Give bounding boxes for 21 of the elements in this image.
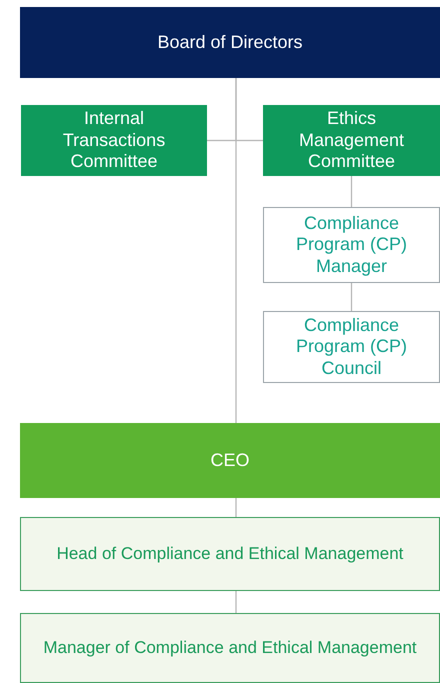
committee-box	[21, 105, 207, 176]
committee-box	[263, 105, 440, 176]
program-box	[263, 311, 440, 383]
connector-line	[350, 283, 352, 311]
node-label: CEO	[210, 450, 250, 472]
role-box	[20, 613, 440, 683]
connector-line	[235, 591, 237, 613]
node-label: Ethics Management Committee	[298, 108, 406, 173]
program-box	[263, 207, 440, 283]
connector-line	[350, 176, 352, 207]
ceo-box	[20, 423, 440, 498]
node-label: Board of Directors	[157, 32, 303, 54]
board-box	[20, 7, 440, 78]
node-label: Internal Transactions Committee	[62, 108, 166, 173]
node-label: Head of Compliance and Ethical Management	[56, 544, 404, 564]
node-label: Compliance Program (CP) Manager	[294, 212, 408, 278]
connector-line	[235, 78, 263, 142]
connector-line	[235, 498, 237, 517]
node-label: Manager of Compliance and Ethical Management	[43, 638, 417, 658]
node-label: Compliance Program (CP) Council	[294, 314, 408, 380]
role-box	[20, 517, 440, 591]
